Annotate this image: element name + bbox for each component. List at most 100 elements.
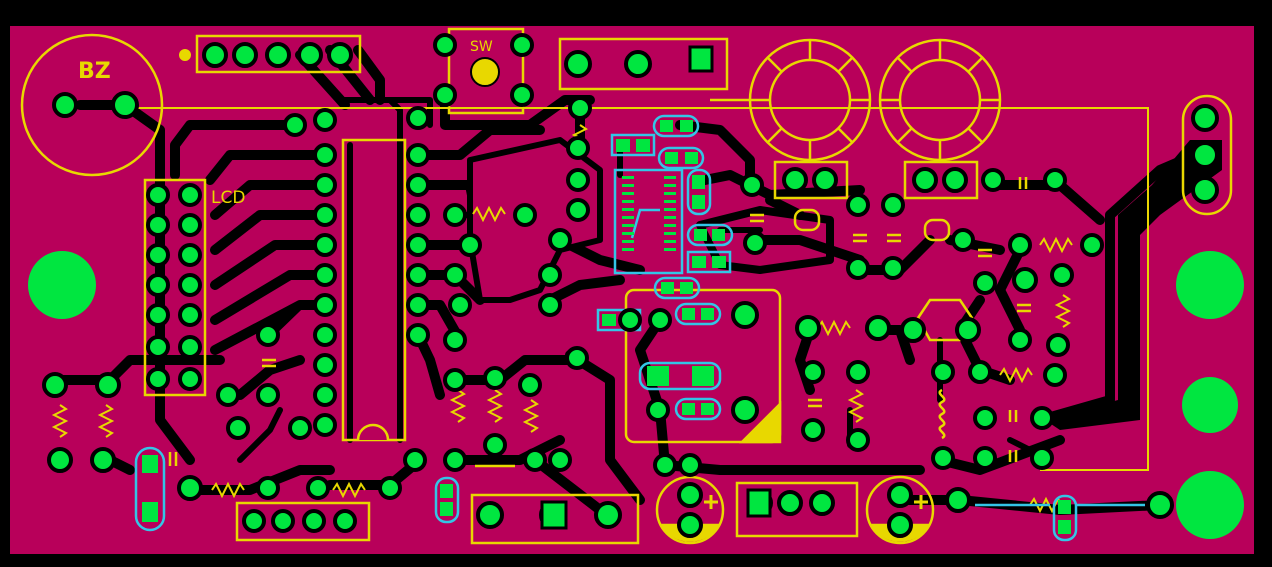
pad [678,453,702,477]
pad [1191,141,1219,169]
pad [566,198,590,222]
pad [568,96,592,120]
pad [458,233,482,257]
pad [565,346,589,370]
pad [887,482,913,508]
pad [313,383,337,407]
pad [1050,263,1074,287]
pad [406,323,430,347]
pad [226,416,250,440]
pad [968,360,992,384]
pad [510,83,534,107]
pad [313,263,337,287]
pad [443,448,467,472]
connector-right [1181,94,1233,216]
pad [1046,333,1070,357]
pad [795,315,821,341]
pad [433,33,457,57]
pad [146,213,170,237]
pad [313,143,337,167]
pad [1080,233,1104,257]
pad [846,428,870,452]
pad [378,476,402,500]
pad [646,398,670,422]
pad [178,243,202,267]
pad [327,42,353,68]
pad [178,367,202,391]
pad [900,317,926,343]
pad [624,50,652,78]
pad [1008,233,1032,257]
pad [801,418,825,442]
pad [476,501,504,529]
pad [731,301,759,329]
pad [265,42,291,68]
pad [981,168,1005,192]
pad [111,91,139,119]
switch-label: SW [470,39,493,55]
switch-button[interactable] [470,57,500,87]
header-bottom-right [735,481,859,538]
pad [538,293,562,317]
pad [782,167,808,193]
header-top-middle [558,37,729,91]
pad [443,368,467,392]
pad [1030,446,1054,470]
pad [731,396,759,424]
pad [146,273,170,297]
pad [406,203,430,227]
pad [146,303,170,327]
pad [146,183,170,207]
buzzer-label: BZ [78,59,111,84]
lcd-label: LCD [211,188,245,208]
smd-ic [613,168,684,275]
pad [297,42,323,68]
pad [313,203,337,227]
pad [95,372,121,398]
pad [973,406,997,430]
switch-outline [447,27,525,115]
pad [146,367,170,391]
pad [216,383,240,407]
pad [594,501,622,529]
pad [653,453,677,477]
electrolytic-cap-2 [865,475,935,545]
pad [406,263,430,287]
pad [256,323,280,347]
pad [178,213,202,237]
pad [951,228,975,252]
pad [313,293,337,317]
pad [973,446,997,470]
pad [743,231,767,255]
pad [313,353,337,377]
mounting-hole [1176,251,1244,319]
pad [812,167,838,193]
pad [306,476,330,500]
pad [1012,267,1038,293]
pad [433,83,457,107]
pad [256,476,280,500]
pad [566,136,590,160]
pad [202,42,228,68]
pad [523,448,547,472]
pad [146,335,170,359]
pad [564,50,592,78]
pad [177,475,203,501]
pad [1030,406,1054,430]
regulator-outline [624,288,782,444]
pad [448,293,472,317]
pad [42,372,68,398]
pad [403,448,427,472]
silkscreen-layer [20,27,1233,545]
pad [518,373,542,397]
pad [945,487,971,513]
pad [809,490,835,516]
pad [1191,176,1219,204]
pad [1191,104,1219,132]
pad [47,447,73,473]
lcd-header-outline [143,178,207,397]
pad [865,315,891,341]
smd-components [134,114,1145,542]
pad [242,509,266,533]
pad [313,323,337,347]
